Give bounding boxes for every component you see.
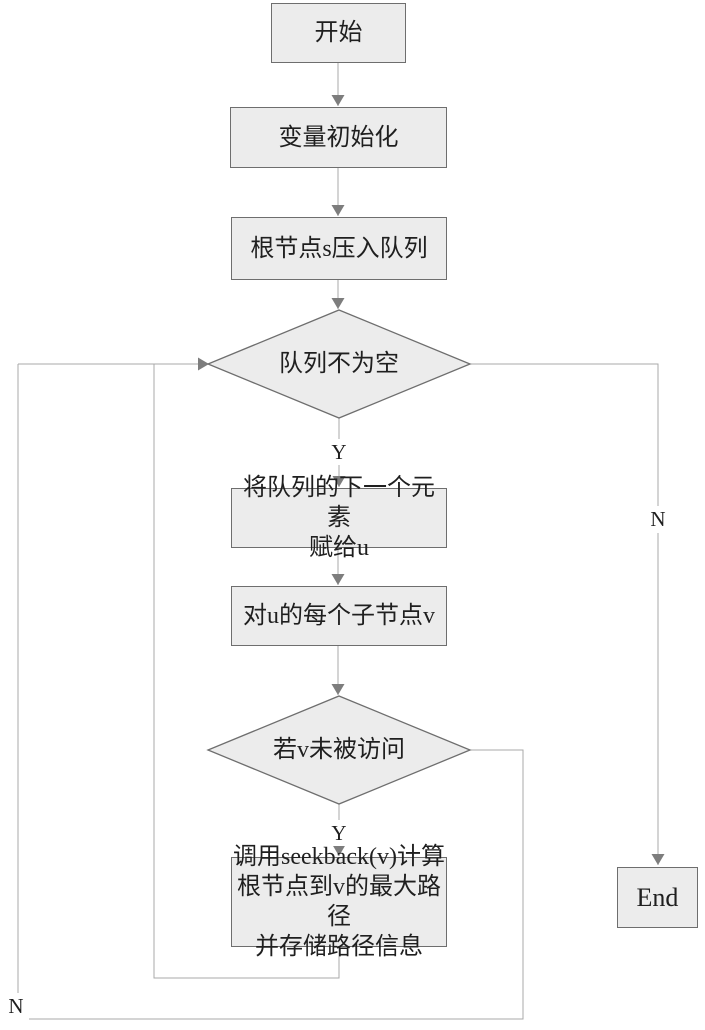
- decision-queue-not-empty-label: 队列不为空: [279, 351, 399, 377]
- node-seekback: 调用seekback(v)计算 根节点到v的最大路径 并存储路径信息: [231, 844, 447, 960]
- decision-queue-not-empty-shape: [206, 309, 472, 419]
- node-start: 开始: [271, 3, 406, 63]
- node-init-variables: 变量初始化: [230, 107, 447, 168]
- edge-label-queue-no: N: [645, 506, 671, 533]
- edge-label-visit-yes: Y: [327, 820, 351, 846]
- edge-visit-no-loop: [17, 364, 524, 1020]
- edge-queue-no-end: [470, 363, 665, 865]
- node-end: End: [617, 867, 698, 928]
- node-assign-next-element: 将队列的下一个元素 赋给u: [231, 475, 447, 561]
- node-push-root: 根节点s压入队列: [231, 217, 447, 280]
- edge-seekback-loop: [153, 364, 340, 979]
- node-for-each-child: 对u的每个子节点v: [231, 586, 447, 646]
- decision-v-unvisited-label: 若v未被访问: [273, 737, 405, 763]
- edge-label-visit-no: N: [3, 993, 29, 1020]
- decision-v-unvisited-shape: [206, 695, 472, 805]
- edge-label-queue-yes: Y: [327, 439, 351, 465]
